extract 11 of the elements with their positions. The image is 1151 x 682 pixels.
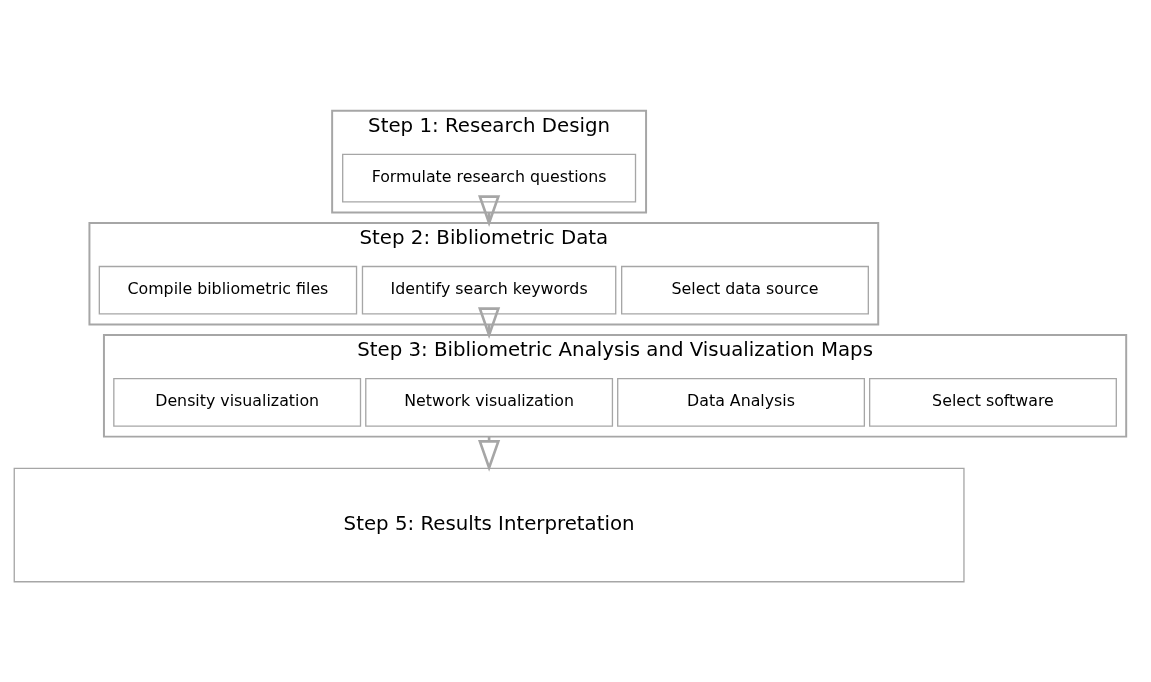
node-box: Data Analysis bbox=[617, 377, 866, 427]
node-box: Step 5: Results Interpretation bbox=[13, 467, 965, 583]
arrow bbox=[478, 195, 501, 227]
node-box: Density visualization bbox=[113, 377, 362, 427]
node-box: Select software bbox=[869, 377, 1117, 427]
node-box: Select data source bbox=[621, 265, 869, 315]
node-box: Formulate research questions bbox=[342, 153, 637, 203]
node-box: Compile bibliometric files bbox=[98, 265, 358, 315]
node-box: Identify search keywords bbox=[361, 265, 617, 315]
arrow bbox=[478, 307, 501, 340]
node-box: Network visualization bbox=[365, 377, 614, 427]
